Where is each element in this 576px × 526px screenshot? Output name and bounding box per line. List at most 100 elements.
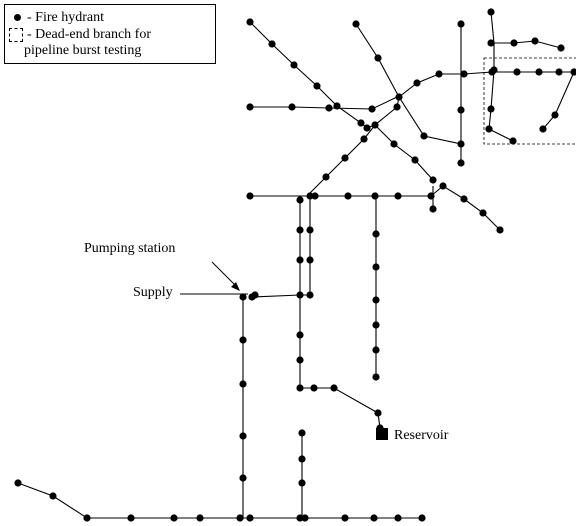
fire-hydrant-node [457,140,465,148]
fire-hydrant-node [555,68,563,76]
fire-hydrant-node [298,479,306,487]
fire-hydrant-node [251,291,259,299]
fire-hydrant-node [306,256,314,264]
fire-hydrant-node [246,103,254,111]
fire-hydrant-node [49,492,57,500]
fire-hydrant-node [370,514,378,522]
fire-hydrant-node [457,159,465,167]
pumping-station-label: Pumping station [84,241,176,256]
legend: - Fire hydrant - Dead-end branch for pip… [4,4,216,64]
fire-hydrant-node [551,111,559,119]
fire-hydrant-node [457,106,465,114]
legend-hydrant-row: - Fire hydrant [11,10,104,26]
fire-hydrant-node [531,37,539,45]
legend-deadend-row: - Dead-end branch for [9,27,151,43]
hydrant-dot-icon [14,14,21,22]
fire-hydrant-node [420,132,428,140]
fire-hydrant-node [344,192,352,200]
fire-hydrant-node [83,514,91,522]
fire-hydrant-node [290,61,298,69]
fire-hydrant-node [557,44,565,52]
reservoir-label: Reservoir [394,428,449,443]
fire-hydrant-node [457,20,465,28]
fire-hydrant-node [496,226,504,234]
fire-hydrant-node [301,514,309,522]
pumping-station-arrow [211,261,238,288]
fire-hydrant-node [239,474,247,482]
fire-hydrant-node [246,514,254,522]
fire-hydrant-node [239,293,247,301]
fire-hydrant-node [460,195,468,203]
fire-hydrant-node [296,384,304,392]
fire-hydrant-node [372,373,380,381]
fire-hydrant-node [333,102,341,110]
fire-hydrant-node [439,182,447,190]
fire-hydrant-node [435,70,443,78]
fire-hydrant-node [460,70,468,78]
fire-hydrant-node [357,119,365,127]
fire-hydrant-node [372,296,380,304]
fire-hydrant-node [509,137,517,145]
dead-end-branch-highlight [483,57,576,145]
dashed-box-icon [9,27,23,42]
fire-hydrant-node [310,384,318,392]
reservoir-symbol [376,428,388,440]
legend-deadend-label-1: - Dead-end branch for [27,27,151,42]
fire-hydrant-node [490,66,498,74]
fire-hydrant-node [368,105,376,113]
fire-hydrant-node [429,205,437,213]
fire-hydrant-node [372,263,380,271]
fire-hydrant-node [288,103,296,111]
pipe-segment [488,69,514,142]
pipe-segment [374,124,434,181]
fire-hydrant-node [322,173,330,181]
pumping-station-arrowhead [231,282,240,291]
fire-hydrant-node [296,226,304,234]
fire-hydrant-node [330,384,338,392]
fire-hydrant-node [298,455,306,463]
fire-hydrant-node [325,104,333,112]
legend-hydrant-label: - Fire hydrant [27,10,104,25]
fire-hydrant-node [246,18,254,26]
fire-hydrant-node [372,321,380,329]
fire-hydrant-node [239,380,247,388]
fire-hydrant-node [372,230,380,238]
fire-hydrant-node [395,93,403,101]
fire-hydrant-node [479,209,487,217]
legend-deadend-label-2: pipeline burst testing [24,43,142,58]
fire-hydrant-node [170,514,178,522]
pipe-segment [299,200,381,429]
fire-hydrant-node [418,514,426,522]
fire-hydrant-node [296,256,304,264]
pipe-segment [355,23,462,163]
fire-hydrant-node [372,346,380,354]
pipe-segment [542,71,575,130]
fire-hydrant-node [239,336,247,344]
fire-hydrant-node [485,125,493,133]
fire-hydrant-node [394,192,402,200]
fire-hydrant-node [298,429,306,437]
fire-hydrant-node [313,82,321,90]
fire-hydrant-node [374,54,382,62]
fire-hydrant-node [236,514,244,522]
fire-hydrant-node [429,176,437,184]
fire-hydrant-node [539,125,547,133]
fire-hydrant-node [268,40,276,48]
fire-hydrant-node [306,226,314,234]
fire-hydrant-node [341,514,349,522]
fire-hydrant-node [311,192,319,200]
fire-hydrant-node [296,196,304,204]
fire-hydrant-node [296,291,304,299]
pipe-segment [491,40,562,49]
fire-hydrant-node [360,135,368,143]
supply-label: Supply [133,285,173,300]
fire-hydrant-node [487,39,495,47]
fire-hydrant-node [14,479,22,487]
fire-hydrant-node [296,356,304,364]
fire-hydrant-node [394,514,402,522]
pipe-segment [17,482,422,519]
fire-hydrant-node [427,192,435,200]
fire-hydrant-node [390,140,398,148]
fire-hydrant-node [352,20,360,28]
